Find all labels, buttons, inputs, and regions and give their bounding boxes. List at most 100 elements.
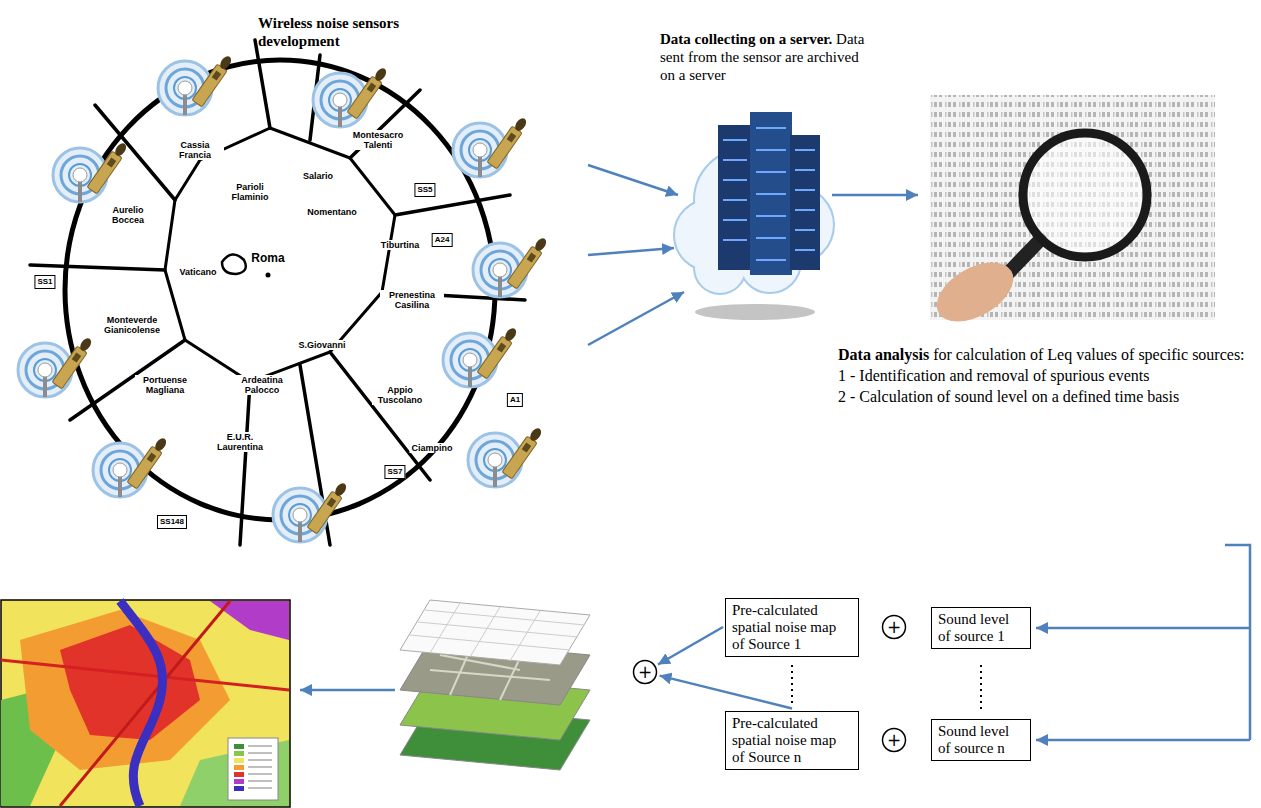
- process-box: Pre-calculated spatial noise map of Sour…: [725, 711, 859, 770]
- noise-map: [234, 744, 244, 749]
- rome-map: [266, 273, 271, 278]
- node-text: +: [887, 732, 901, 749]
- district-label: Parioli Flaminio: [225, 182, 275, 202]
- noise-map: [234, 779, 244, 784]
- rome-map: [30, 40, 525, 545]
- district-label: Appio Tuscolano: [372, 385, 428, 405]
- bracket-line: [1036, 627, 1250, 630]
- noise-map: [1, 600, 290, 807]
- district-label: Montesacro Talenti: [346, 130, 410, 150]
- district-label: Prenestina Casilina: [380, 290, 444, 310]
- data-magnifier: [927, 250, 1024, 334]
- server-cloud: [718, 125, 752, 270]
- noise-map: [234, 758, 244, 763]
- ellipsis-line: [980, 665, 982, 711]
- rome-map: [65, 60, 495, 520]
- bracket-line: [1036, 545, 1250, 740]
- data-magnifier: [927, 95, 1215, 334]
- node-text: Sound level of source 1: [938, 611, 1024, 645]
- road-label: SS148: [157, 515, 187, 529]
- road-label: SS1: [34, 275, 55, 289]
- road-label: SS5: [414, 183, 435, 197]
- sensor-network: [158, 53, 235, 115]
- circle-outline: [883, 729, 906, 752]
- noise-map: [248, 746, 272, 788]
- district-label: S.Giovanni: [296, 340, 347, 350]
- step-caption: Wireless noise sensors development: [258, 14, 463, 50]
- district-label: Aurelio Boccea: [102, 205, 154, 225]
- caption-text: 1 - Identification and removal of spurio…: [838, 367, 1149, 384]
- noise-map: [234, 772, 244, 777]
- caption-text: Data analysis: [838, 346, 929, 363]
- noise-map: [234, 765, 244, 770]
- district-label: Vaticano: [177, 267, 218, 277]
- bracket-line: [1225, 545, 1250, 740]
- noise-map: [60, 601, 230, 806]
- district-label: Ardeatina Palocco: [234, 375, 290, 395]
- rome-map: [30, 40, 525, 545]
- caption-paragraph: 2 - Calculation of sound level on a defi…: [838, 386, 1248, 407]
- district-label: E.U.R. Laurentina: [213, 432, 267, 452]
- district-label: Roma: [249, 252, 286, 265]
- server-cloud: [723, 128, 815, 260]
- sensor-network: [93, 435, 170, 497]
- ellipsis-line: [792, 665, 981, 711]
- district-label: Cassia Francia: [166, 140, 224, 160]
- process-box: Pre-calculated spatial noise map of Sour…: [725, 598, 859, 657]
- caption-text: Data collecting on a server.: [660, 31, 832, 47]
- server-cloud: [750, 112, 792, 275]
- noise-map: [234, 786, 244, 791]
- sensor-network: [18, 53, 550, 542]
- district-label: Monteverde Gianicolense: [94, 315, 170, 335]
- node-text: +: [887, 619, 901, 636]
- circle-outline: [634, 661, 657, 684]
- caption-text: 2 - Calculation of sound level on a defi…: [838, 388, 1179, 405]
- map-layers: [400, 600, 590, 665]
- flow-arrow: [300, 689, 395, 692]
- flow-arrow: [588, 292, 684, 345]
- noise-map: [210, 601, 289, 640]
- map-layers: [410, 603, 585, 661]
- sensor-network: [453, 115, 530, 177]
- district-label: Portuense Magliana: [135, 375, 195, 395]
- server-cloud: [723, 140, 747, 240]
- district-label: Ciampino: [409, 443, 454, 453]
- flow-arrow: [588, 165, 678, 195]
- caption-paragraph: 1 - Identification and removal of spurio…: [838, 365, 1248, 386]
- flow-arrow: [660, 676, 792, 709]
- flow-arrow: [832, 194, 918, 197]
- caption-text: Wireless noise sensors development: [258, 15, 399, 49]
- sum-circle: +: [881, 727, 907, 753]
- server-cloud: [790, 135, 820, 270]
- process-box: Sound level of source n: [931, 719, 1031, 761]
- sensor-network: [443, 325, 520, 387]
- road-label: SS7: [384, 465, 405, 479]
- step-caption: Data collecting on a server.Data sent fr…: [660, 30, 865, 84]
- sensor-network: [18, 335, 95, 397]
- noise-map: [228, 738, 278, 800]
- road-label: A24: [432, 233, 453, 247]
- sensor-network: [313, 65, 390, 127]
- server-cloud: [675, 112, 833, 320]
- district-label: Salario: [301, 171, 335, 181]
- district-label: Tiburtina: [379, 240, 421, 250]
- noise-map: [1, 600, 290, 807]
- step-caption: Data analysisfor calculation of Leq valu…: [838, 344, 1248, 407]
- node-text: Pre-calculated spatial noise map of Sour…: [732, 715, 852, 766]
- flow-arrow: [300, 165, 918, 690]
- sensor-network: [53, 140, 130, 202]
- node-text: Pre-calculated spatial noise map of Sour…: [732, 602, 852, 653]
- noise-map: [120, 601, 163, 806]
- sensor-network: [473, 235, 550, 297]
- rome-map: [165, 128, 395, 382]
- district-label: Nomentano: [305, 207, 359, 217]
- ellipsis-line: [791, 665, 793, 704]
- process-box: Sound level of source 1: [931, 607, 1031, 649]
- bracket-line: [1036, 739, 1250, 742]
- node-text: +: [638, 664, 652, 681]
- caption-text: for calculation of Leq values of specifi…: [933, 346, 1244, 363]
- server-cloud: [695, 304, 815, 320]
- noise-map: [20, 610, 230, 770]
- sensor-network: [468, 425, 545, 487]
- server-cloud: [756, 128, 786, 260]
